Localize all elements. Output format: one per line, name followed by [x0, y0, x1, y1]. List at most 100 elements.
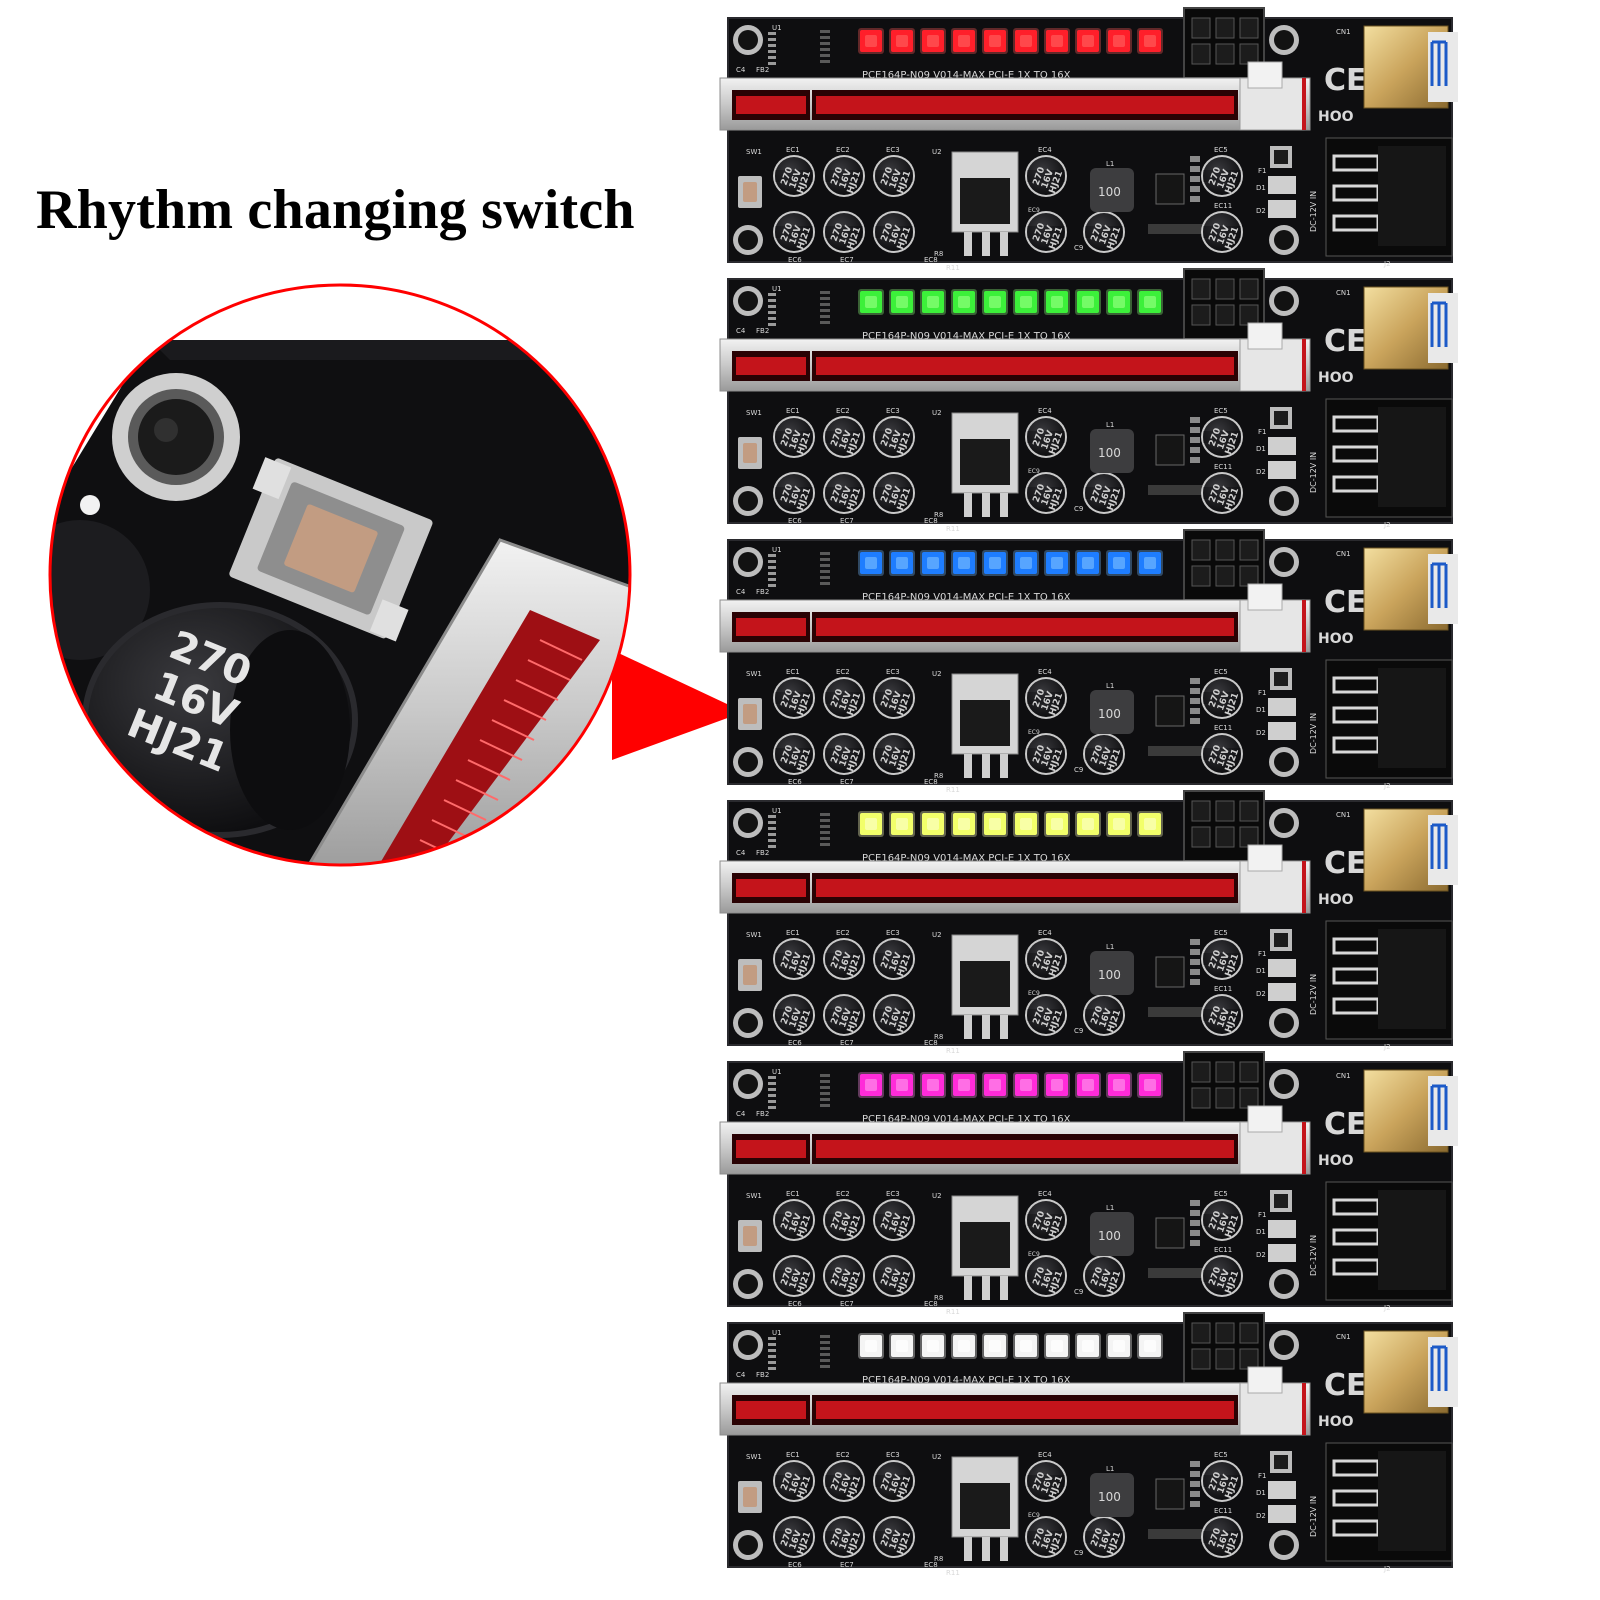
svg-text:C4: C4: [736, 327, 746, 335]
svg-text:EC6: EC6: [788, 1039, 802, 1047]
svg-text:D2: D2: [1256, 468, 1266, 476]
controller-ic: [1155, 956, 1185, 988]
svg-text:EC9: EC9: [1028, 468, 1040, 475]
svg-text:PCE164P-N09 V014-MAX PCI-E: PCE164P-N09 V014-MAX PCI-E 1X TO 16X: [862, 1375, 1071, 1386]
svg-text:D1: D1: [1256, 184, 1266, 192]
svg-text:F1: F1: [1258, 689, 1266, 697]
svg-text:C9: C9: [1074, 1288, 1083, 1296]
svg-text:L1: L1: [1106, 421, 1114, 429]
diode: [1268, 461, 1296, 479]
svg-text:EC11: EC11: [1214, 724, 1232, 732]
svg-text:L1: L1: [1106, 160, 1114, 168]
diode: [1268, 1220, 1296, 1238]
diode: [1268, 959, 1296, 977]
diode: [1268, 1481, 1296, 1499]
diode: [1268, 1505, 1296, 1523]
svg-text:EC1: EC1: [786, 146, 800, 154]
power-in-label: DC-12V IN: [1309, 452, 1318, 493]
svg-text:J2: J2: [1383, 782, 1391, 790]
svg-text:D1: D1: [1256, 967, 1266, 975]
svg-text:EC4: EC4: [1038, 1190, 1052, 1198]
svg-text:D2: D2: [1256, 1512, 1266, 1520]
svg-text:R8: R8: [934, 1033, 943, 1041]
usb-logo-icon: [1430, 562, 1448, 608]
svg-text:C4: C4: [736, 588, 746, 596]
svg-text:EC2: EC2: [836, 668, 850, 676]
svg-text:R8: R8: [934, 511, 943, 519]
usb-logo-icon: [1430, 40, 1448, 86]
svg-text:EC8: EC8: [924, 1300, 938, 1308]
svg-text:FB2: FB2: [756, 66, 769, 74]
ce-mark: CE: [1324, 1368, 1367, 1403]
svg-text:R8: R8: [934, 1294, 943, 1302]
svg-text:SW1: SW1: [746, 931, 762, 939]
capacitor: 27016VHJ21EC10: [1083, 202, 1125, 253]
svg-text:F1: F1: [1258, 950, 1266, 958]
svg-text:EC1: EC1: [786, 1190, 800, 1198]
svg-text:U1: U1: [772, 285, 782, 293]
svg-text:R8: R8: [934, 250, 943, 258]
svg-text:EC6: EC6: [788, 1561, 802, 1569]
inductor-value: 100: [1098, 1229, 1121, 1243]
svg-text:EC4: EC4: [1038, 668, 1052, 676]
brand-label: HOO: [1318, 1414, 1354, 1430]
svg-text:PCE164P-N09 V014-MAX PCI-E: PCE164P-N09 V014-MAX PCI-E 1X TO 16X: [862, 70, 1071, 81]
svg-text:EC4: EC4: [1038, 407, 1052, 415]
svg-text:PCE164P-N09 V014-MAX PCI-E: PCE164P-N09 V014-MAX PCI-E 1X TO 16X: [862, 853, 1071, 864]
svg-text:J2: J2: [1383, 1565, 1391, 1573]
svg-text:F1: F1: [1258, 167, 1266, 175]
svg-text:C9: C9: [1074, 244, 1083, 252]
svg-text:R11: R11: [946, 786, 960, 794]
inductor: [1090, 168, 1134, 212]
svg-text:CN1: CN1: [1336, 550, 1351, 558]
led-strip: [858, 1333, 1163, 1359]
svg-text:EC5: EC5: [1214, 929, 1228, 937]
controller-ic: [1155, 695, 1185, 727]
svg-text:EC5: EC5: [1214, 1190, 1228, 1198]
svg-text:U2: U2: [932, 148, 942, 156]
svg-text:FB2: FB2: [756, 1371, 769, 1379]
led-strip: [858, 28, 1163, 54]
svg-text:J2: J2: [1383, 521, 1391, 529]
power-in-label: DC-12V IN: [1309, 1496, 1318, 1537]
svg-text:FB2: FB2: [756, 849, 769, 857]
diode: [1268, 1244, 1296, 1262]
svg-text:EC5: EC5: [1214, 1451, 1228, 1459]
svg-text:EC4: EC4: [1038, 146, 1052, 154]
svg-text:U2: U2: [932, 1453, 942, 1461]
svg-text:SW1: SW1: [746, 670, 762, 678]
svg-text:C4: C4: [736, 1371, 746, 1379]
zoom-circle-border: [48, 283, 632, 867]
led-strip: [858, 1072, 1163, 1098]
capacitor: 27016VHJ21EC10: [1083, 463, 1125, 514]
svg-text:J2: J2: [1383, 1043, 1391, 1051]
diode: [1268, 176, 1296, 194]
inductor: [1090, 690, 1134, 734]
svg-text:FB2: FB2: [756, 327, 769, 335]
capacitor: 27016VHJ21EC10: [1083, 1246, 1125, 1297]
inductor-value: 100: [1098, 446, 1121, 460]
inductor-value: 100: [1098, 968, 1121, 982]
svg-text:CN1: CN1: [1336, 811, 1351, 819]
